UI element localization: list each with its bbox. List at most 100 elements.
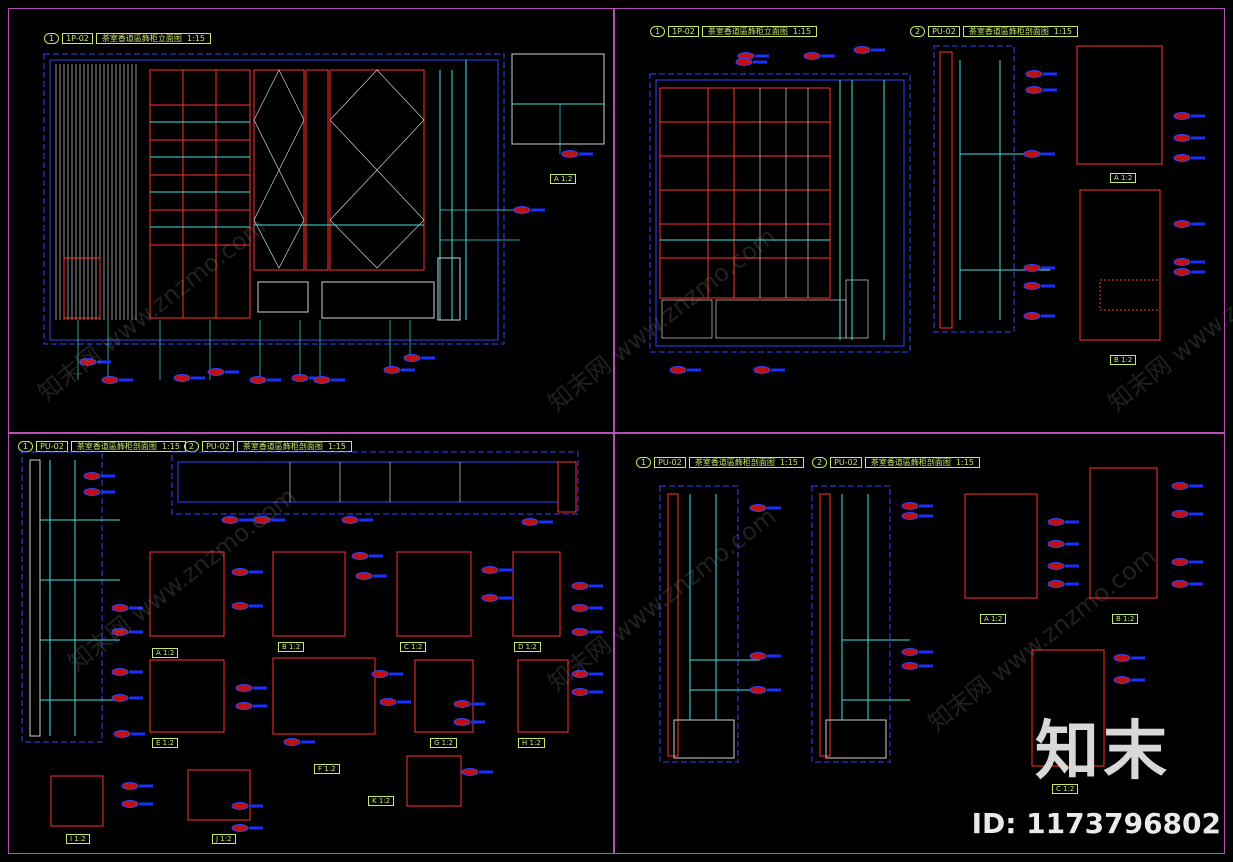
callout-tag [1173, 220, 1191, 228]
detail-label-a: A 1:2 [980, 614, 1007, 624]
callout-tag [453, 718, 471, 726]
detail-label-k: K 1:2 [368, 796, 395, 806]
callout-note [249, 826, 263, 830]
callout-note [271, 518, 285, 522]
callout-note [139, 802, 153, 806]
detail-label-a: A 1:2 [550, 174, 577, 184]
callout-tag [83, 488, 101, 496]
title-num: 1 [18, 440, 34, 452]
callout-note [1043, 72, 1057, 76]
callout-note [919, 664, 933, 668]
callout-note [589, 584, 603, 588]
title-num: 2 [812, 456, 828, 468]
callout-note [301, 740, 315, 744]
callout-tag [341, 516, 359, 524]
callout-note [97, 360, 111, 364]
detail-label-e: E 1:2 [152, 738, 178, 748]
callout-note [239, 518, 253, 522]
callout-note [129, 670, 143, 674]
detail-label-c: C 1:2 [1052, 784, 1079, 794]
callout-tag [513, 206, 531, 214]
callout-note [1065, 564, 1079, 568]
callout-tag [111, 604, 129, 612]
callout-tag [1023, 150, 1041, 158]
title-top-right-1: 1 1P-02 茶室香道區飾柜立面图 1:15 [650, 25, 817, 37]
callout-tag [461, 768, 479, 776]
callout-note [499, 568, 513, 572]
callout-note [1131, 678, 1145, 682]
panel-bottom-right [614, 433, 1225, 854]
callout-note [1065, 520, 1079, 524]
callout-tag [83, 472, 101, 480]
callout-note [767, 688, 781, 692]
callout-tag [231, 824, 249, 832]
callout-tag [283, 738, 301, 746]
callout-tag [403, 354, 421, 362]
callout-tag [1173, 134, 1191, 142]
callout-note [373, 574, 387, 578]
title-code: 1P-02 [668, 25, 699, 37]
callout-note [267, 378, 281, 382]
callout-note [119, 378, 133, 382]
callout-tag [481, 566, 499, 574]
callout-note [249, 604, 263, 608]
callout-tag [235, 684, 253, 692]
detail-label-h: H 1:2 [518, 738, 545, 748]
callout-tag [111, 628, 129, 636]
callout-tag [383, 366, 401, 374]
detail-label-d: D 1:2 [514, 642, 541, 652]
callout-tag [291, 374, 309, 382]
callout-tag [1047, 540, 1065, 548]
callout-tag [249, 376, 267, 384]
callout-tag [481, 594, 499, 602]
title-text: 茶室香道區飾柜剖面图 1:15 [688, 456, 804, 468]
callout-note [1041, 284, 1055, 288]
callout-note [401, 368, 415, 372]
callout-tag [571, 582, 589, 590]
callout-tag [313, 376, 331, 384]
callout-tag [371, 670, 389, 678]
title-bottom-left-2: 2 PU-02 茶室香道區飾柜剖面图 1:15 [184, 440, 352, 452]
title-code: PU-02 [830, 456, 862, 468]
callout-note [767, 506, 781, 510]
callout-tag [113, 730, 131, 738]
callout-tag [231, 802, 249, 810]
callout-note [499, 596, 513, 600]
title-text: 茶室香道區飾柜立面图 1:15 [701, 25, 817, 37]
callout-tag [111, 668, 129, 676]
callout-tag [221, 516, 239, 524]
callout-note [129, 630, 143, 634]
callout-note [755, 54, 769, 58]
callout-tag [1113, 654, 1131, 662]
callout-note [1191, 222, 1205, 226]
title-num: 2 [910, 25, 926, 37]
callout-note [253, 704, 267, 708]
callout-tag [749, 686, 767, 694]
callout-note [589, 606, 603, 610]
callout-note [1191, 114, 1205, 118]
callout-note [471, 720, 485, 724]
callout-note [225, 370, 239, 374]
callout-note [1043, 88, 1057, 92]
callout-tag [1047, 562, 1065, 570]
brand-logo: 知末 [1035, 715, 1171, 789]
callout-tag [351, 552, 369, 560]
callout-tag [231, 602, 249, 610]
callout-tag [1025, 86, 1043, 94]
callout-tag [101, 376, 119, 384]
detail-label-b: B 1:2 [1110, 355, 1137, 365]
callout-note [687, 368, 701, 372]
callout-tag [253, 516, 271, 524]
detail-label-j: J 1:2 [212, 834, 236, 844]
callout-tag [1113, 676, 1131, 684]
callout-note [871, 48, 885, 52]
callout-tag [355, 572, 373, 580]
callout-tag [901, 512, 919, 520]
detail-label-g: G 1:2 [430, 738, 457, 748]
detail-label-c: C 1:2 [400, 642, 427, 652]
callout-tag [1173, 258, 1191, 266]
title-num: 1 [44, 32, 60, 44]
callout-note [589, 630, 603, 634]
callout-tag [1173, 154, 1191, 162]
callout-tag [207, 368, 225, 376]
